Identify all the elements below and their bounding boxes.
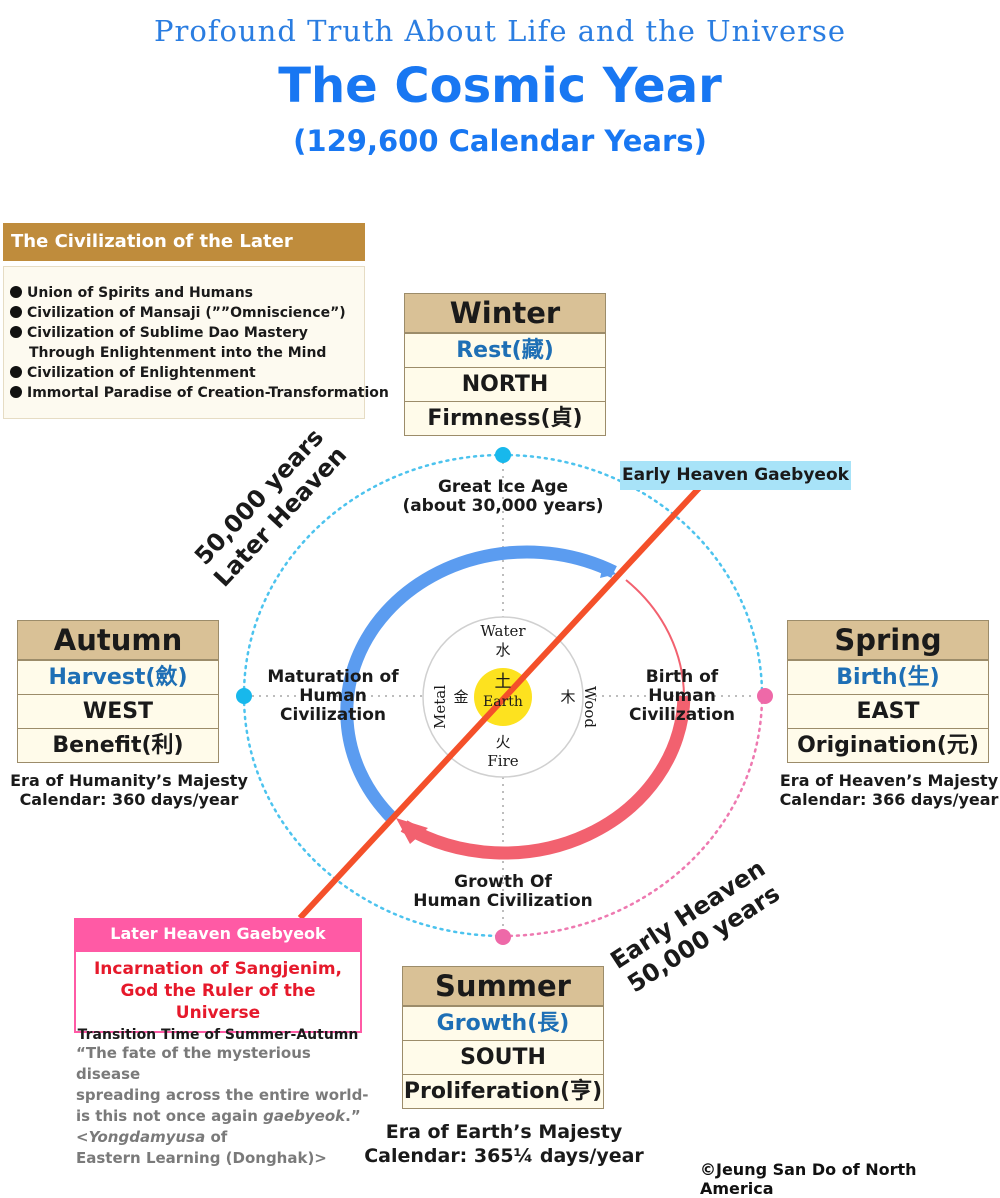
outer-orbit-early — [501, 694, 764, 938]
season-quality: Growth(長) — [403, 1006, 603, 1040]
season-virtue: Proliferation(亨) — [403, 1074, 603, 1108]
early-heaven-gaebyeok-label: Early Heaven Gaebyeok — [620, 461, 851, 490]
spring-dot — [757, 688, 773, 704]
season-direction: EAST — [788, 694, 988, 728]
autumn-caption: Era of Humanity’s Majesty Calendar: 360 … — [0, 771, 258, 809]
list-item: Union of Spirits and Humans — [10, 283, 364, 303]
bullet-icon — [10, 386, 22, 398]
winter-dot — [495, 447, 511, 463]
list-item: Immortal Paradise of Creation-Transforma… — [10, 383, 389, 403]
season-virtue: Benefit(利) — [18, 728, 218, 762]
spring-calendar: Calendar: 366 days/year — [779, 790, 999, 809]
page-title: The Cosmic Year — [278, 58, 722, 114]
season-direction: NORTH — [405, 367, 605, 401]
list-item: Civilization of Enlightenment — [10, 363, 364, 383]
maturation-label: Maturation of Human Civilization — [267, 667, 399, 725]
season-card-spring: Spring Birth(生) EAST Origination(元) — [787, 620, 989, 763]
summer-era: Era of Earth’s Majesty — [385, 1121, 623, 1143]
season-card-autumn: Autumn Harvest(斂) WEST Benefit(利) — [17, 620, 219, 763]
season-virtue: Firmness(貞) — [405, 401, 605, 435]
autumn-dot — [236, 688, 252, 704]
season-direction: SOUTH — [403, 1040, 603, 1074]
bullet-icon — [10, 326, 22, 338]
element-metal: 金 — [453, 688, 469, 706]
outer-orbit-lower-left — [242, 694, 505, 938]
season-card-summer: Summer Growth(長) SOUTH Proliferation(亨) — [402, 966, 604, 1109]
list-item: Civilization of Mansaji (””Omniscience”) — [10, 303, 364, 323]
incarnation-line-2: God the Ruler of the Universe — [120, 981, 316, 1023]
list-item: Through Enlightenment into the Mind — [29, 345, 327, 361]
season-quality: Birth(生) — [788, 660, 988, 694]
donghak-quote: “The fate of the mysterious disease spre… — [76, 1044, 369, 1167]
bullet-icon — [10, 286, 22, 298]
bullet-icon — [10, 366, 22, 378]
later-heaven-gaebyeok-box: Incarnation of Sangjenim, God the Ruler … — [74, 950, 362, 1043]
element-metal-label: Metal — [431, 685, 449, 730]
bullet-icon — [10, 306, 22, 318]
element-wood: 木 — [560, 688, 576, 706]
element-earth: 土 Earth — [483, 672, 523, 710]
incarnation-line-1: Incarnation of Sangjenim, — [93, 959, 343, 979]
outer-orbit-later — [242, 453, 505, 698]
page-title-sub: (129,600 Calendar Years) — [293, 124, 707, 158]
gaebyeok-line — [297, 484, 703, 921]
season-direction: WEST — [18, 694, 218, 728]
cycle-arc-blue — [340, 545, 617, 823]
summer-caption: Era of Earth’s Majesty Calendar: 365¼ da… — [354, 1120, 654, 1168]
later-heaven-civ-title: The Civilization of the Later Heaven — [3, 223, 365, 290]
season-card-winter: Winter Rest(藏) NORTH Firmness(貞) — [404, 293, 606, 436]
season-quality: Rest(藏) — [405, 333, 605, 367]
spring-era: Era of Heaven’s Majesty — [779, 771, 999, 790]
summer-dot — [495, 929, 511, 945]
element-wood-label: Wood — [581, 685, 599, 729]
cycle-arc-red — [400, 695, 691, 860]
transition-time: Transition Time of Summer-Autumn — [77, 1027, 359, 1043]
page-subtitle: Profound Truth About Life and the Univer… — [153, 14, 847, 48]
outer-orbit-upper-right — [501, 453, 764, 698]
cycle-arrowhead-blue — [600, 562, 616, 578]
element-water: Water 水 — [480, 622, 526, 659]
great-ice-age-label: Great Ice Age (about 30,000 years) — [402, 477, 604, 516]
later-heaven-gaebyeok-label: Later Heaven Gaebyeok — [74, 918, 362, 950]
copyright: ©Jeung San Do of North America — [700, 1160, 917, 1198]
season-name: Autumn — [18, 621, 218, 660]
season-name: Winter — [405, 294, 605, 333]
element-fire: 火 Fire — [487, 733, 519, 770]
spring-caption: Era of Heaven’s Majesty Calendar: 366 da… — [760, 771, 1000, 809]
list-item: Civilization of Sublime Dao Mastery — [10, 323, 364, 343]
autumn-era: Era of Humanity’s Majesty — [10, 771, 248, 790]
cycle-arrowhead-red — [396, 818, 428, 844]
season-quality: Harvest(斂) — [18, 660, 218, 694]
growth-label: Growth Of Human Civilization — [413, 872, 593, 911]
season-name: Spring — [788, 621, 988, 660]
season-virtue: Origination(元) — [788, 728, 988, 762]
later-heaven-civ-list: Union of Spirits and Humans Civilization… — [3, 266, 389, 419]
birth-label: Birth of Human Civilization — [629, 667, 735, 725]
autumn-calendar: Calendar: 360 days/year — [19, 790, 239, 809]
cycle-arc-red-thin — [625, 579, 685, 697]
summer-calendar: Calendar: 365¼ days/year — [364, 1145, 644, 1167]
season-name: Summer — [403, 967, 603, 1006]
